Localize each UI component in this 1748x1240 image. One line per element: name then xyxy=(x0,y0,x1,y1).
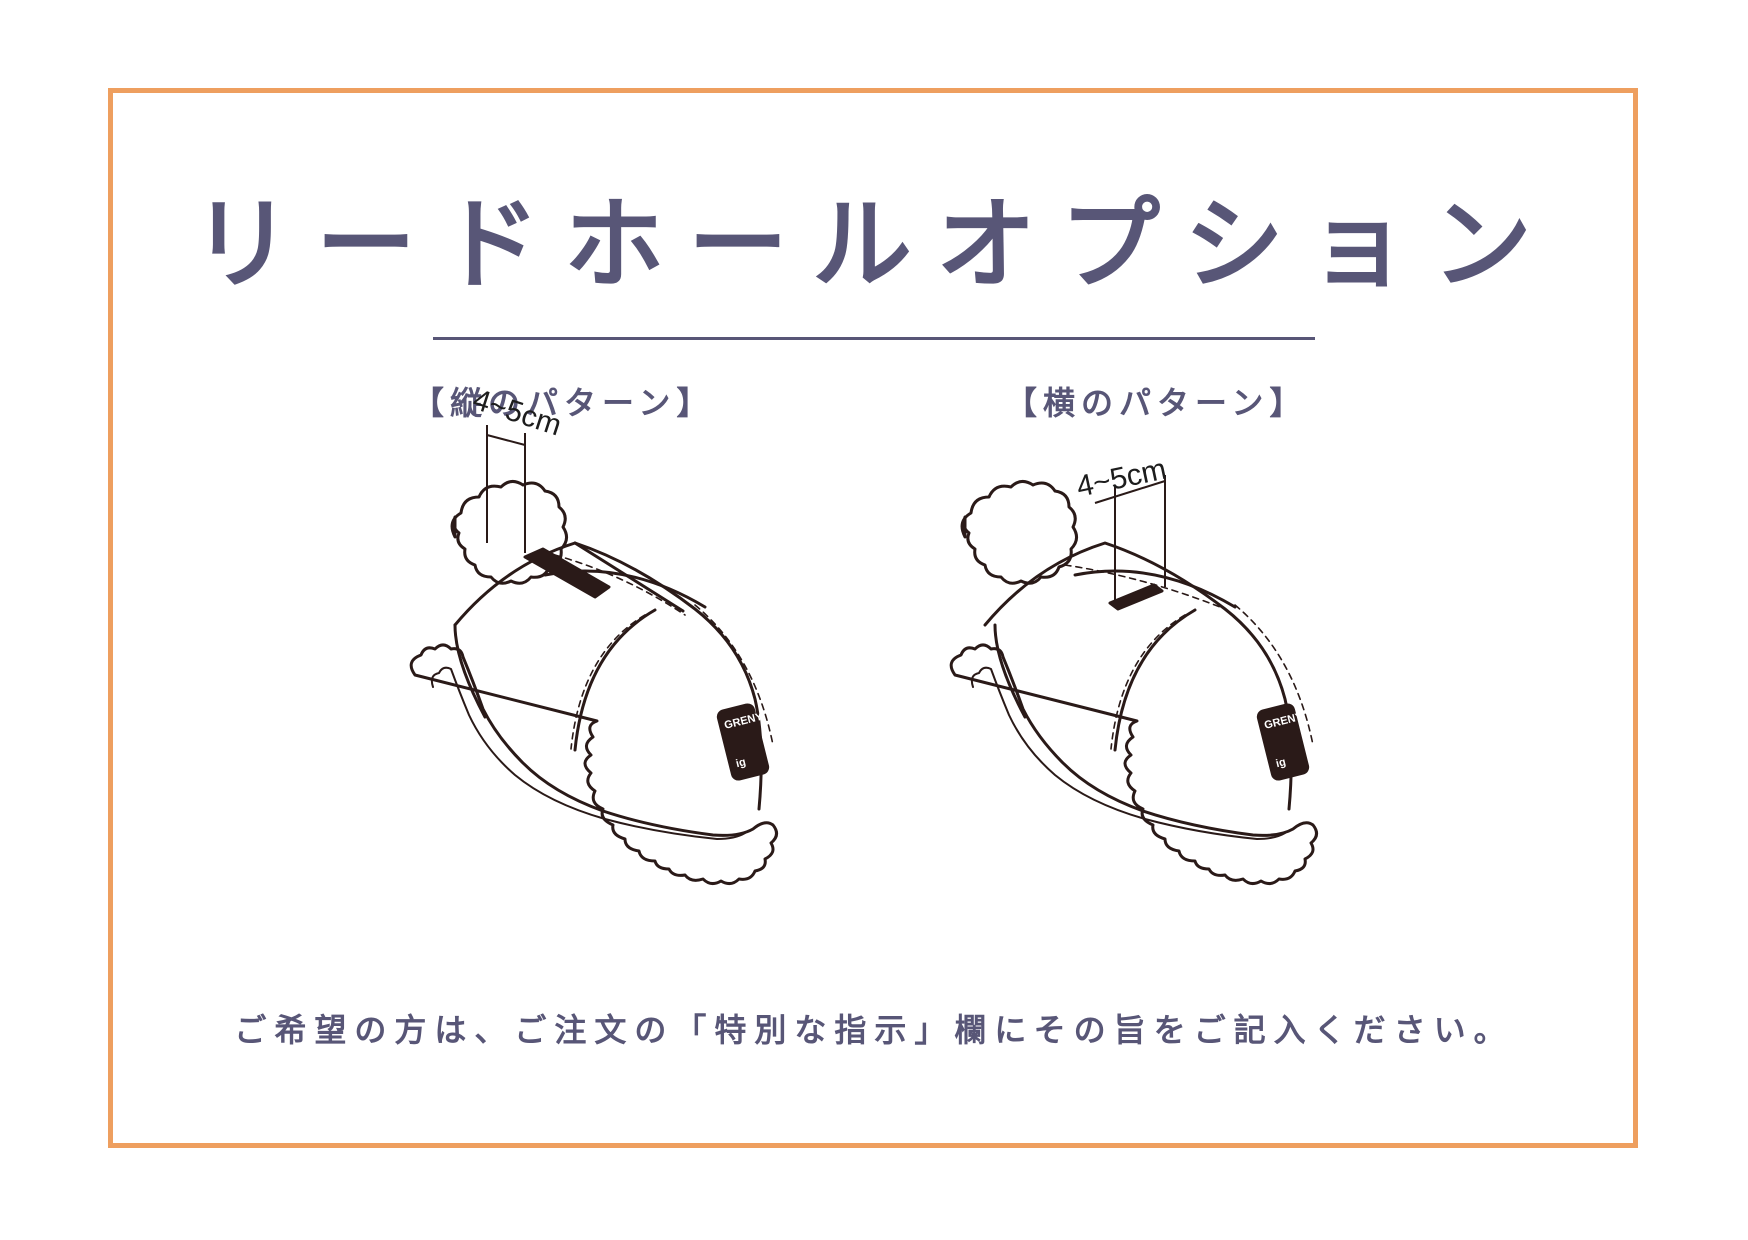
slipper-vertical-hole-icon: GRENY ig 4~5cm xyxy=(409,383,778,886)
slipper-horizontal-hole-icon: GRENY ig 4~5cm xyxy=(949,453,1318,886)
vertical-pattern-label: 【縦のパターン】 xyxy=(412,384,715,422)
page-frame xyxy=(108,88,1638,1148)
horizontal-pattern-label: 【横のパターン】 xyxy=(1005,384,1308,422)
slipper-horizontal-illustration: GRENY ig 4~5cm xyxy=(935,425,1395,955)
svg-text:ig: ig xyxy=(1275,756,1287,770)
title-divider xyxy=(433,337,1315,340)
slipper-vertical-illustration: GRENY ig 4~5cm xyxy=(395,383,855,955)
order-instruction: ご希望の方は、ご注文の「特別な指示」欄にその旨をご記入ください。 xyxy=(234,1011,1514,1049)
svg-text:ig: ig xyxy=(735,756,747,770)
horizontal-measure: 4~5cm xyxy=(1074,453,1170,504)
page-title: リードホールオプション xyxy=(192,186,1556,303)
